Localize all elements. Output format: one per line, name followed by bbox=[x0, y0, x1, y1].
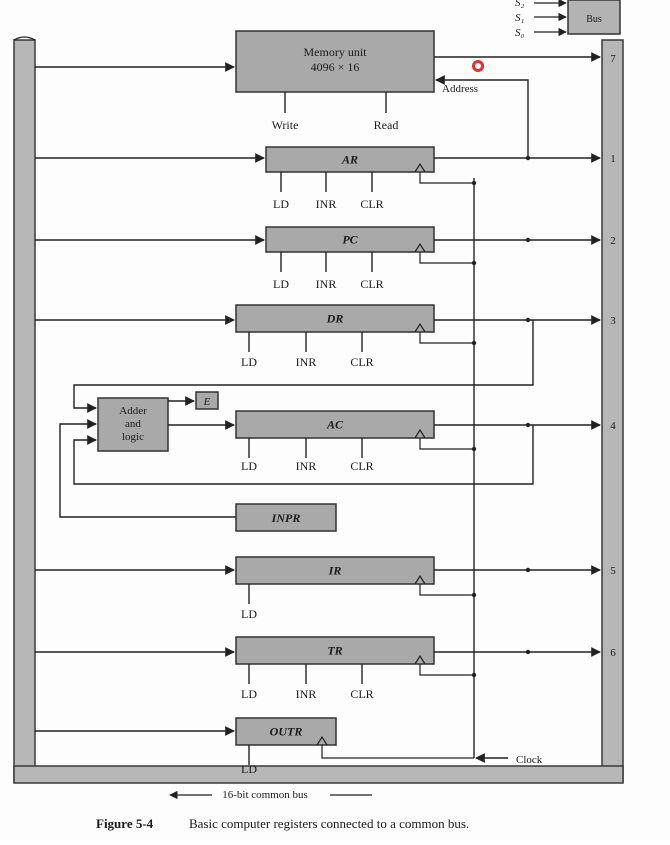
clock-label: Clock bbox=[516, 754, 543, 766]
dr-to-adder-wire bbox=[73, 320, 534, 413]
select-line-s2: S₂ bbox=[515, 0, 525, 9]
dr-inr-label: INR bbox=[296, 355, 317, 369]
pc-inr-label: INR bbox=[316, 277, 337, 291]
ar-bus-junction bbox=[525, 155, 531, 161]
tr-clock-input-icon bbox=[414, 654, 426, 665]
cursor-indicator-icon bbox=[472, 60, 484, 72]
tr-inr-label: INR bbox=[296, 687, 317, 701]
tr-ld-label: LD bbox=[241, 687, 257, 701]
e-flip-flop-box bbox=[195, 391, 219, 410]
tr-register-label: TR bbox=[327, 644, 342, 658]
ir-register-label: IR bbox=[328, 564, 342, 578]
ac-to-adder-wire bbox=[73, 425, 534, 485]
pc-bus-junction bbox=[525, 237, 531, 243]
outr-clock-wire bbox=[321, 745, 474, 759]
ac-register-box bbox=[235, 410, 435, 439]
dr-clr-label: CLR bbox=[350, 355, 373, 369]
dr-clock-wire bbox=[419, 332, 474, 344]
ac-clock-wire bbox=[419, 438, 474, 450]
dr-bus-code: 3 bbox=[610, 315, 616, 327]
address-wire bbox=[435, 75, 529, 158]
pc-bus-code: 2 bbox=[610, 235, 616, 247]
ar-clock-input-icon bbox=[414, 162, 426, 173]
pc-register-label: PC bbox=[342, 233, 358, 247]
ac-clock-input-icon bbox=[414, 428, 426, 439]
dr-register-box bbox=[235, 304, 435, 333]
ar-ld-label: LD bbox=[273, 197, 289, 211]
ar-inr-label: INR bbox=[316, 197, 337, 211]
select-line-s0: S₀ bbox=[515, 27, 525, 39]
outr-clock-input-icon bbox=[316, 735, 328, 746]
tr-bus-code: 6 bbox=[610, 647, 616, 659]
ac-bus-junction bbox=[525, 422, 531, 428]
bus-bottom-rail bbox=[13, 765, 624, 784]
bus-select-box bbox=[567, 0, 621, 35]
dr-register-label: DR bbox=[326, 312, 344, 326]
register-group: AR LD INR CLR 1PC LD INR CLR 2DR LD INR CLR 3AC LD INR… bbox=[35, 146, 616, 776]
memory-unit-title: Memory unit bbox=[304, 45, 368, 59]
tr-clr-label: CLR bbox=[350, 687, 373, 701]
ir-register-box bbox=[235, 556, 435, 585]
memory-read-label: Read bbox=[374, 118, 399, 132]
outr-ld-label: LD bbox=[241, 762, 257, 776]
bus-select-label: Bus bbox=[586, 14, 602, 25]
bus-left-cap bbox=[13, 36, 36, 41]
memory-unit-size: 4096 × 16 bbox=[311, 60, 360, 74]
address-label: Address bbox=[442, 83, 478, 95]
ir-ld-label: LD bbox=[241, 607, 257, 621]
ar-register-box bbox=[265, 146, 435, 173]
tr-clock-wire bbox=[419, 664, 474, 676]
memory-unit-box bbox=[235, 30, 435, 93]
ar-clr-label: CLR bbox=[360, 197, 383, 211]
caption-number: Figure 5-4 bbox=[96, 816, 154, 831]
ac-ld-label: LD bbox=[241, 459, 257, 473]
memory-write-label: Write bbox=[272, 118, 299, 132]
ac-bus-code: 4 bbox=[610, 420, 616, 432]
bus-right-rail bbox=[601, 39, 624, 783]
pc-ld-label: LD bbox=[273, 277, 289, 291]
inpr-box bbox=[235, 503, 337, 532]
adder-label-line3: logic bbox=[122, 431, 144, 443]
dr-clock-input-icon bbox=[414, 322, 426, 333]
pc-clock-input-icon bbox=[414, 242, 426, 253]
e-flip-flop-label: E bbox=[203, 396, 211, 408]
bus-left-rail bbox=[13, 39, 36, 783]
ac-clr-label: CLR bbox=[350, 459, 373, 473]
select-line-s1: S₁ bbox=[515, 12, 525, 24]
dr-ld-label: LD bbox=[241, 355, 257, 369]
ir-bus-junction bbox=[525, 567, 531, 573]
pc-clr-label: CLR bbox=[360, 277, 383, 291]
caption-text: Basic computer registers connected to a … bbox=[189, 816, 469, 831]
ar-clock-wire bbox=[419, 172, 474, 184]
dr-bus-junction bbox=[525, 317, 531, 323]
ac-register-label: AC bbox=[326, 418, 344, 432]
inpr-to-adder-wire bbox=[59, 419, 236, 518]
ar-bus-code: 1 bbox=[610, 153, 616, 165]
bus-label: 16-bit common bus bbox=[222, 789, 308, 801]
pc-clock-wire bbox=[419, 252, 474, 264]
tr-bus-junction bbox=[525, 649, 531, 655]
adder-label-line1: Adder bbox=[119, 405, 147, 417]
ac-inr-label: INR bbox=[296, 459, 317, 473]
adder-label-line2: and bbox=[125, 418, 141, 430]
outr-register-label: OUTR bbox=[270, 725, 303, 739]
tr-register-box bbox=[235, 636, 435, 665]
inpr-label: INPR bbox=[271, 511, 301, 525]
ir-clock-wire bbox=[419, 584, 474, 596]
ar-register-label: AR bbox=[341, 153, 358, 167]
adder-logic-box bbox=[97, 397, 169, 452]
ir-clock-input-icon bbox=[414, 574, 426, 585]
ir-bus-code: 5 bbox=[610, 565, 616, 577]
memory-bus-code: 7 bbox=[610, 53, 616, 65]
